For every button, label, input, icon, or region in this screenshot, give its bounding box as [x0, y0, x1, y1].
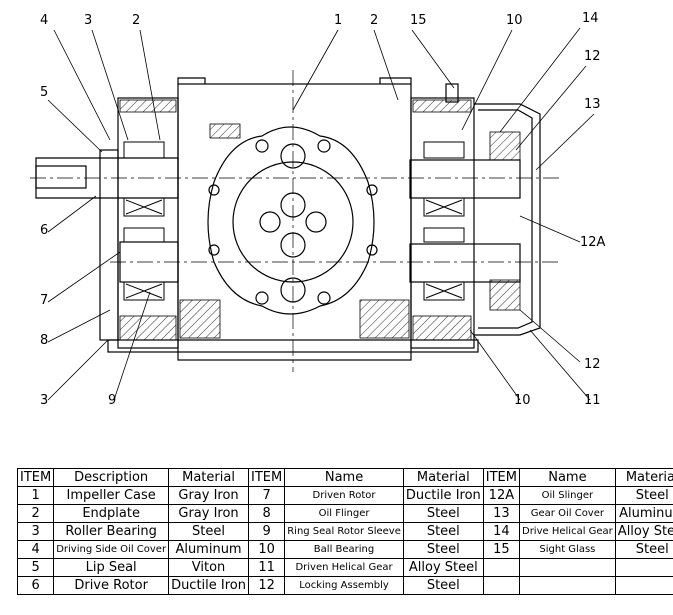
- material-cell: Aluminum: [168, 540, 249, 559]
- rotor-lobes: [207, 70, 378, 372]
- material-cell: Steel: [168, 522, 249, 541]
- name-cell: Ball Bearing: [284, 540, 404, 559]
- callout-left-8: 8: [40, 333, 48, 348]
- description-cell: Roller Bearing: [53, 522, 170, 541]
- material-cell: Gray Iron: [168, 486, 249, 505]
- callout-top-10: 10: [506, 13, 523, 28]
- item-cell: 5: [16, 558, 55, 577]
- callout-bottom-9: 9: [108, 393, 116, 408]
- shafts: [30, 157, 560, 283]
- name-cell: Oil Slinger: [519, 486, 616, 505]
- material-cell: Steel: [402, 504, 484, 523]
- description-cell: Drive Rotor: [53, 576, 170, 595]
- material-cell: Gray Iron: [168, 504, 249, 523]
- cross-section-drawing: 4 3 2 1 2 15 10 14 12 13 5 6 7 8 3 9 10 …: [30, 11, 606, 408]
- item-cell: 1: [16, 486, 55, 505]
- callout-top-3: 3: [84, 13, 92, 28]
- bearings: [123, 141, 465, 301]
- name-cell: Sight Glass: [519, 540, 616, 559]
- material-cell: Ductile Iron: [402, 486, 484, 505]
- callout-left-7: 7: [40, 293, 48, 308]
- header-material: Material: [402, 468, 484, 487]
- table-row: 2 Endplate Gray Iron 8 Oil Flinger Steel…: [16, 504, 673, 523]
- name-cell: Oil Flinger: [284, 504, 404, 523]
- material-cell: Steel: [402, 576, 484, 595]
- name-cell: Driven Helical Gear: [284, 558, 404, 577]
- description-cell: Impeller Case: [53, 486, 170, 505]
- callout-numbers: 4 3 2 1 2 15 10 14 12 13 5 6 7 8 3 9 10 …: [40, 11, 606, 408]
- callout-top-2b: 2: [370, 13, 378, 28]
- callout-right-12A: 12A: [580, 235, 606, 250]
- parts-list-table: ITEM Description Material ITEM Name Mate…: [16, 468, 673, 595]
- item-cell: 12A: [482, 486, 521, 505]
- item-cell: 9: [247, 522, 286, 541]
- description-cell: Driving Side Oil Cover: [53, 540, 170, 559]
- description-cell: Lip Seal: [53, 558, 170, 577]
- item-cell: [482, 576, 521, 595]
- callout-top-15: 15: [410, 13, 427, 28]
- callout-bottom-11: 11: [584, 393, 601, 408]
- callout-top-12: 12: [584, 49, 601, 64]
- item-cell: 10: [247, 540, 286, 559]
- table-row: 1 Impeller Case Gray Iron 7 Driven Rotor…: [16, 486, 673, 505]
- callout-top-4: 4: [40, 13, 48, 28]
- item-cell: [482, 558, 521, 577]
- header-material: Material: [168, 468, 249, 487]
- header-material: Material: [614, 468, 673, 487]
- material-cell: Steel: [402, 522, 484, 541]
- item-cell: 4: [16, 540, 55, 559]
- material-cell: Steel: [614, 486, 673, 505]
- table-row: 4 Driving Side Oil Cover Aluminum 10 Bal…: [16, 540, 673, 559]
- item-cell: 14: [482, 522, 521, 541]
- name-cell: [519, 558, 616, 577]
- header-item: ITEM: [482, 468, 521, 487]
- callout-left-6: 6: [40, 223, 48, 238]
- item-cell: 8: [247, 504, 286, 523]
- name-cell: Drive Helical Gear: [519, 522, 616, 541]
- material-cell: Alloy Steel: [402, 558, 484, 577]
- table-header-row: ITEM Description Material ITEM Name Mate…: [16, 468, 673, 487]
- name-cell: Gear Oil Cover: [519, 504, 616, 523]
- callout-top-2: 2: [132, 13, 140, 28]
- callout-left-5: 5: [40, 85, 48, 100]
- item-cell: 13: [482, 504, 521, 523]
- material-cell: Steel: [614, 540, 673, 559]
- item-cell: 2: [16, 504, 55, 523]
- table-row: 6 Drive Rotor Ductile Iron 12 Locking As…: [16, 576, 673, 595]
- callout-top-14: 14: [582, 11, 599, 26]
- header-item: ITEM: [16, 468, 55, 487]
- item-cell: 15: [482, 540, 521, 559]
- callout-bottom-10: 10: [514, 393, 531, 408]
- material-cell: Viton: [168, 558, 249, 577]
- material-cell: Ductile Iron: [168, 576, 249, 595]
- table-row: 3 Roller Bearing Steel 9 Ring Seal Rotor…: [16, 522, 673, 541]
- description-cell: Endplate: [53, 504, 170, 523]
- header-description: Description: [53, 468, 170, 487]
- material-cell: [614, 558, 673, 577]
- header-name: Name: [519, 468, 616, 487]
- item-cell: 3: [16, 522, 55, 541]
- leader-lines: [47, 27, 595, 401]
- header-item: ITEM: [247, 468, 286, 487]
- table-row: 5 Lip Seal Viton 11 Driven Helical Gear …: [16, 558, 673, 577]
- name-cell: [519, 576, 616, 595]
- name-cell: Driven Rotor: [284, 486, 404, 505]
- item-cell: 12: [247, 576, 286, 595]
- hatched-sections: [119, 99, 521, 341]
- name-cell: Locking Assembly: [284, 576, 404, 595]
- header-name: Name: [284, 468, 404, 487]
- material-cell: Steel: [402, 540, 484, 559]
- callout-top-1: 1: [334, 13, 342, 28]
- name-cell: Ring Seal Rotor Sleeve: [284, 522, 404, 541]
- callout-right-12: 12: [584, 357, 601, 372]
- item-cell: 6: [16, 576, 55, 595]
- callout-top-13: 13: [584, 97, 601, 112]
- callout-left-3: 3: [40, 393, 48, 408]
- material-cell: Alloy Steel: [614, 522, 673, 541]
- material-cell: Aluminum: [614, 504, 673, 523]
- material-cell: [614, 576, 673, 595]
- item-cell: 7: [247, 486, 286, 505]
- item-cell: 11: [247, 558, 286, 577]
